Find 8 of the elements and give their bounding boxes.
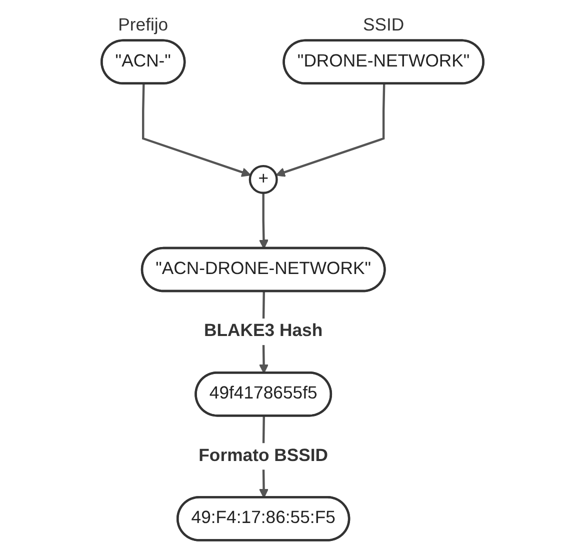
arrow [276,84,386,177]
node-label: SSID [362,16,404,35]
edge-label: Formato BSSID [198,446,328,466]
edge-label: BLAKE3 Hash [204,322,323,341]
arrow [258,192,269,250]
node-label: Prefijo [118,16,168,35]
arrow [142,84,252,177]
node-circle: + [248,164,278,194]
